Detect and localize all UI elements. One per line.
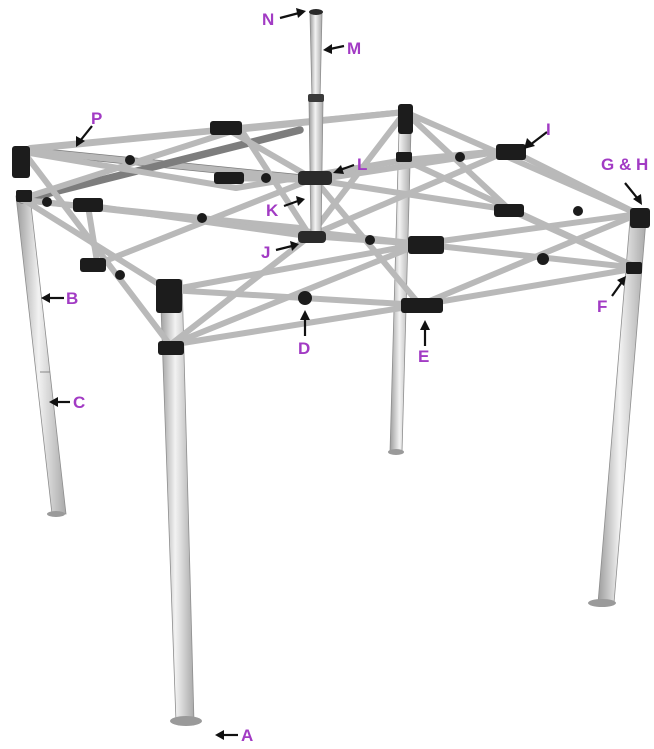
foot-back-right (388, 449, 404, 455)
bracket-left-mid-top (73, 198, 103, 212)
label-c: C (73, 393, 85, 412)
label-m: M (347, 39, 361, 58)
pivot-inner-right (365, 235, 375, 245)
center-pole-lower (309, 100, 323, 238)
bracket-left-mid-low (80, 258, 106, 272)
label-d: D (298, 339, 310, 358)
pivot-right (455, 152, 465, 162)
bracket-back-mid-top (210, 121, 242, 135)
foot-front-right (588, 599, 616, 607)
slider-front-left (158, 341, 184, 355)
center-pole-lock (308, 94, 324, 102)
legs (16, 130, 646, 726)
pivot-inner-left (197, 213, 207, 223)
bracket-right-mid-low (494, 204, 524, 217)
pivot-front (298, 291, 312, 305)
corner-bracket-front-left (156, 279, 182, 313)
pivot-right-front (573, 206, 583, 216)
label-gh: G & H (601, 155, 648, 174)
upper-center-hub (298, 171, 332, 185)
label-j: J (261, 243, 270, 262)
bracket-back-mid-low (214, 172, 244, 184)
pivot-front-left (115, 270, 125, 280)
label-b: B (66, 289, 78, 308)
pivot-inner-back (261, 173, 271, 183)
foot-front-left (170, 716, 202, 726)
truss-frame (22, 112, 638, 345)
leg-front-right (598, 220, 646, 603)
corner-bracket-front-right (630, 208, 650, 228)
label-i: I (546, 120, 551, 139)
slider-front-right (626, 262, 642, 274)
foot-back-left (47, 511, 65, 517)
label-p: P (91, 109, 102, 128)
pivot-back-right (400, 152, 410, 162)
corner-bracket-back-right (398, 104, 413, 134)
label-n: N (262, 10, 274, 29)
bracket-right-mid-top (496, 144, 526, 160)
callout-labels: N M P I L G & H K J B F D E C A (66, 10, 648, 745)
pivot-front-right (537, 253, 549, 265)
bracket-front-mid-low (401, 298, 443, 313)
label-a: A (241, 726, 253, 745)
lower-center-hub (298, 231, 326, 243)
corner-bracket-back-left (12, 146, 30, 178)
label-k: K (266, 201, 279, 220)
label-e: E (418, 347, 429, 366)
center-mast (308, 9, 324, 238)
slider-back-left (16, 190, 32, 202)
pivot-left (42, 197, 52, 207)
pivot-back (125, 155, 135, 165)
label-f: F (597, 297, 607, 316)
leg-back-left (16, 196, 66, 514)
center-pole-cap (309, 9, 323, 15)
label-l: L (357, 155, 367, 174)
bracket-front-mid-top (408, 236, 444, 254)
center-pole-upper (310, 14, 322, 100)
